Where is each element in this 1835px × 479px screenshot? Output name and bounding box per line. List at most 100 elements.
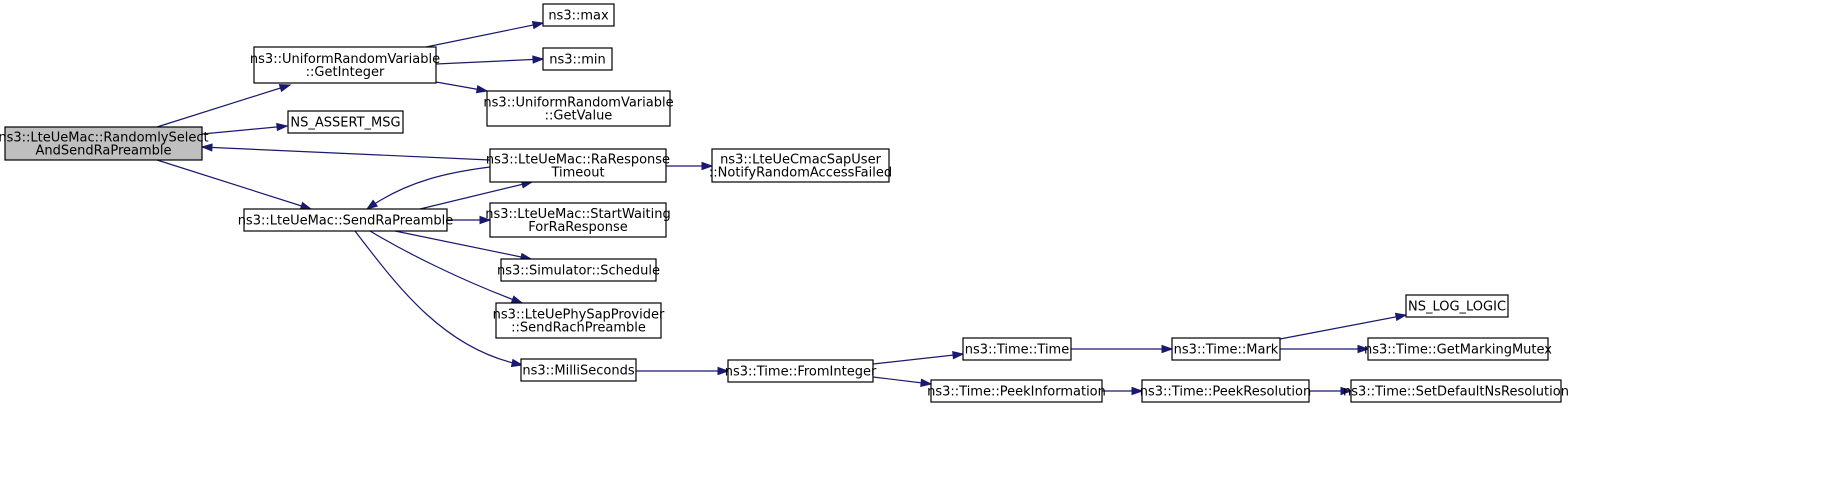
- arrowhead: [531, 21, 545, 30]
- node-label-line: ns3::LteUeMac::SendRaPreamble: [238, 214, 454, 229]
- function-node[interactable]: ns3::UniformRandomVariable::GetValue: [483, 90, 674, 127]
- function-node[interactable]: ns3::Time::Mark: [1171, 337, 1281, 361]
- function-node[interactable]: ns3::max: [542, 3, 615, 27]
- node-label-line: ns3::Time::PeekResolution: [1140, 385, 1311, 400]
- edge-line: [156, 159, 312, 210]
- edge-n15-to-n17: [1102, 386, 1144, 396]
- node-label-line: ns3::LteUeMac::RandomlySelect: [0, 131, 209, 146]
- arrowhead: [479, 215, 492, 225]
- node-label-line: ns3::Time::PeekInformation: [927, 385, 1106, 400]
- edge-line: [366, 166, 491, 210]
- edge-n7-to-n3: [365, 166, 491, 210]
- node-label-line: ns3::LteUeMac::StartWaiting: [485, 207, 671, 222]
- function-node[interactable]: ns3::LteUeCmacSapUser::NotifyRandomAcces…: [709, 148, 892, 183]
- edge-line: [394, 230, 532, 260]
- arrowhead: [299, 201, 313, 210]
- arrowhead: [1131, 386, 1144, 396]
- arrowhead: [717, 366, 730, 376]
- edge-n16-to-n18: [1279, 312, 1408, 340]
- arrowhead: [278, 84, 292, 93]
- arrowhead: [920, 378, 933, 387]
- arrowhead: [200, 143, 213, 152]
- edge-n0-to-n1: [156, 84, 292, 128]
- edge-n3-to-n9: [447, 215, 492, 225]
- edge-n13-to-n15: [872, 376, 933, 387]
- edge-line: [425, 22, 544, 48]
- node-label-line: ::GetInteger: [306, 65, 385, 80]
- node-label-line: ns3::UniformRandomVariable: [483, 96, 673, 111]
- function-node[interactable]: ns3::Time::GetMarkingMutex: [1364, 337, 1552, 361]
- edge-line: [201, 146, 491, 161]
- node-label-line: ForRaResponse: [528, 220, 627, 235]
- node-label-line: ns3::Time::Time: [965, 343, 1069, 358]
- edge-n1-to-n6: [435, 81, 489, 94]
- node-box: [1141, 379, 1310, 403]
- node-label-line: NS_LOG_LOGIC: [1408, 300, 1506, 315]
- edge-line: [156, 84, 291, 128]
- node-label-line: ::NotifyRandomAccessFailed: [709, 166, 892, 181]
- node-box: [1171, 337, 1281, 361]
- function-node[interactable]: ns3::UniformRandomVariable::GetInteger: [250, 46, 440, 84]
- function-node[interactable]: ns3::Time::PeekResolution: [1140, 379, 1311, 403]
- function-node[interactable]: ns3::Time::PeekInformation: [927, 379, 1106, 403]
- function-node[interactable]: NS_ASSERT_MSG: [287, 110, 404, 134]
- function-node[interactable]: ns3::LteUeMac::RandomlySelectAndSendRaPr…: [0, 126, 209, 161]
- node-label-line: ns3::Time::SetDefaultNsResolution: [1343, 385, 1569, 400]
- node-label-line: ns3::LteUePhySapProvider: [493, 308, 665, 323]
- function-node[interactable]: ns3::Simulator::Schedule: [497, 258, 660, 282]
- arrowhead: [475, 85, 489, 94]
- function-node[interactable]: ns3::Time::Time: [962, 337, 1072, 361]
- focus-node-box: [4, 126, 203, 161]
- arrowhead: [365, 199, 379, 210]
- node-box: [962, 337, 1072, 361]
- arrowhead: [1394, 312, 1408, 322]
- node-box: [520, 358, 637, 382]
- function-node[interactable]: ns3::Time::SetDefaultNsResolution: [1343, 379, 1569, 403]
- function-node[interactable]: ns3::MilliSeconds: [520, 358, 637, 382]
- node-box: [489, 202, 667, 238]
- arrowhead: [952, 350, 965, 360]
- edge-n7-to-n8: [666, 161, 714, 171]
- arrowhead: [1340, 386, 1353, 396]
- node-box: [542, 3, 615, 27]
- node-label-line: ns3::Time::GetMarkingMutex: [1364, 343, 1552, 358]
- node-label-line: ns3::min: [549, 53, 606, 68]
- arrowhead: [1357, 344, 1370, 354]
- node-label-line: ns3::Time::FromInteger: [725, 365, 877, 380]
- node-label-line: NS_ASSERT_MSG: [290, 116, 400, 131]
- edge-line: [354, 230, 523, 366]
- function-node[interactable]: ns3::LteUeMac::SendRaPreamble: [238, 208, 454, 232]
- node-box: [486, 90, 671, 127]
- arrowhead: [1161, 344, 1174, 354]
- node-box: [1350, 379, 1562, 403]
- arrowhead: [510, 295, 524, 304]
- arrowhead: [276, 122, 289, 132]
- node-box: [495, 302, 662, 339]
- edge-n3-to-n12: [354, 230, 524, 368]
- node-label-line: ns3::UniformRandomVariable: [250, 52, 440, 67]
- edge-line: [872, 353, 964, 365]
- node-label-line: ::SendRachPreamble: [511, 321, 646, 336]
- node-label-line: ns3::max: [548, 9, 609, 24]
- edge-n13-to-n14: [872, 350, 965, 365]
- node-label-line: ns3::LteUeCmacSapUser: [720, 153, 882, 168]
- arrowhead: [510, 358, 524, 368]
- edge-n0-to-n3: [156, 159, 313, 210]
- function-node[interactable]: ns3::LteUePhySapProvider::SendRachPreamb…: [493, 302, 665, 339]
- function-node[interactable]: ns3::min: [542, 47, 613, 71]
- edge-n1-to-n5: [435, 55, 545, 65]
- function-node[interactable]: NS_LOG_LOGIC: [1405, 294, 1509, 318]
- edge-n1-to-n4: [425, 21, 545, 48]
- nodes-layer: ns3::LteUeMac::RandomlySelectAndSendRaPr…: [0, 3, 1569, 403]
- edge-line: [201, 125, 288, 135]
- node-label-line: Timeout: [550, 166, 604, 181]
- node-box: [243, 208, 448, 232]
- edge-n12-to-n13: [636, 366, 730, 376]
- arrowhead: [532, 55, 545, 64]
- function-node[interactable]: ns3::Time::FromInteger: [725, 359, 877, 383]
- edge-n14-to-n16: [1071, 344, 1174, 354]
- node-box: [287, 110, 404, 134]
- edge-n0-to-n2: [201, 122, 289, 135]
